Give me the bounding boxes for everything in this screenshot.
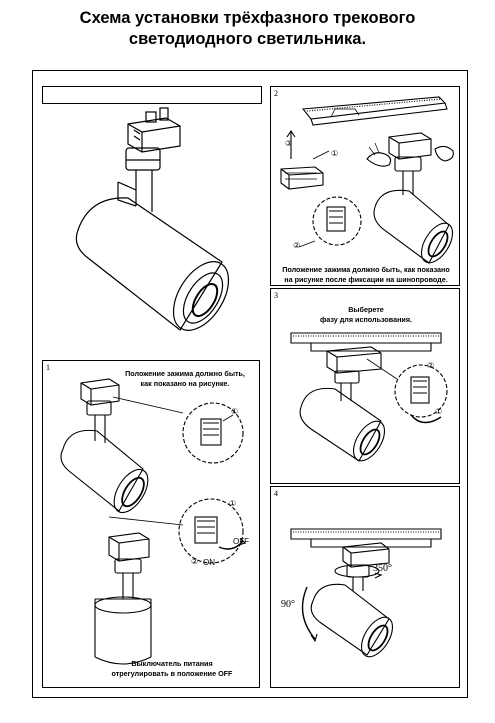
- panel-2-caption: Положение зажима должно быть, как показа…: [273, 265, 459, 285]
- caption-line: Выключатель питания: [131, 659, 213, 668]
- outer-frame: [32, 70, 468, 698]
- panel-step-2: 2: [270, 86, 460, 286]
- marker-2: ②: [191, 557, 199, 566]
- panel-number: 3: [274, 291, 278, 300]
- caption-line: Положение зажима должно быть, как показа…: [282, 265, 450, 274]
- marker-3: ③: [285, 139, 293, 148]
- panel-2-illustration: [280, 96, 454, 264]
- caption-line: на рисунке после фиксации на шинопроводе…: [284, 275, 448, 284]
- panel-number: 4: [274, 489, 278, 498]
- marker-2: ②: [293, 241, 301, 250]
- caption-line: фазу для использования.: [319, 315, 413, 324]
- panel-1-caption-top: Положение зажима должно быть, как показа…: [111, 369, 259, 389]
- caption-line: Положение зажима должно быть,: [125, 369, 245, 378]
- rotation-angle-label: 350°: [373, 563, 392, 574]
- caption-line: отрегулировать в положение OFF: [111, 669, 233, 678]
- page-title: Схема установки трёхфазного трекового св…: [0, 8, 495, 50]
- blank-label-box: [42, 86, 262, 104]
- panel-1-illustration: [60, 378, 247, 665]
- panel-1-caption-bottom: Выключатель питания отрегулировать в пол…: [97, 659, 247, 679]
- panel-step-4: 4 350° 90°: [270, 486, 460, 688]
- switch-off-label: OFF: [233, 537, 249, 546]
- panel-number: 2: [274, 89, 278, 98]
- marker-1-upper: ①: [231, 407, 239, 416]
- caption-line: как показано на рисунке.: [140, 379, 230, 388]
- tilt-angle-label: 90°: [281, 599, 295, 610]
- marker-1-lower: ①: [229, 499, 237, 508]
- title-line-1: Схема установки трёхфазного трекового: [79, 9, 416, 27]
- caption-line: Выберете: [348, 305, 384, 314]
- panel-3-caption: Выберете фазу для использования.: [281, 305, 451, 325]
- marker-1: ①: [435, 407, 443, 416]
- title-line-2: светодиодного светильника.: [128, 30, 367, 48]
- panel-step-1: 1 Положение зажима должно быть, как пока…: [42, 360, 260, 688]
- panel-3-illustration: [290, 332, 448, 462]
- panel-number: 1: [46, 363, 50, 372]
- panel-step-3: 3 Выберете фазу для использования.: [270, 288, 460, 484]
- panel-4-illustration: [290, 528, 442, 658]
- marker-2: ②: [427, 361, 435, 370]
- marker-1: ①: [331, 149, 339, 158]
- switch-on-label: ON: [203, 558, 215, 567]
